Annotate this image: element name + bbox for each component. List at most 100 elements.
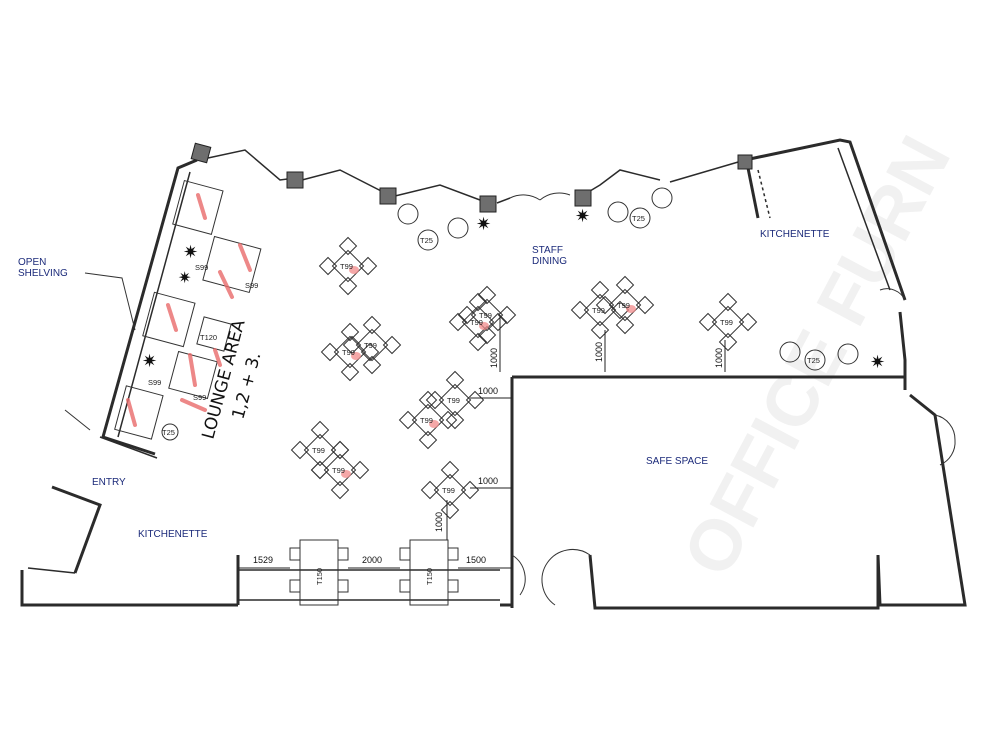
chair [440,460,460,480]
chair [465,390,485,410]
s99-label-4: S99 [193,393,206,402]
t150-label-1: T150 [315,568,324,585]
chair [610,300,630,320]
chair [738,312,758,332]
chair [445,370,465,390]
t99-label: T99 [312,446,325,455]
t99-table: T99 [398,390,458,450]
t99-table: T99 [310,440,370,500]
svg-text:✷: ✷ [183,242,198,262]
label-dining: DINING [532,256,567,267]
chair [488,312,508,332]
t99-label: T99 [340,262,353,271]
chair [425,390,445,410]
chair [350,460,370,480]
t25-label-3: T25 [807,356,820,365]
chair [362,355,382,375]
chair [590,320,610,340]
s99-label-3: S99 [148,378,161,387]
chair [338,276,358,296]
t99-table: T99 [698,292,758,352]
chair [468,292,488,312]
chair [438,410,458,430]
dim-1500: 1500 [466,555,486,565]
chair [468,332,488,352]
dim-1000-3: 1000 [714,348,724,368]
chair [340,322,360,342]
dim-1000-5: 1000 [478,476,498,486]
chair [477,285,497,305]
chair [318,256,338,276]
chair [595,295,615,315]
chair [698,312,718,332]
markup-dot [429,420,439,428]
t99-label: T99 [470,318,483,327]
t99-table: T99 [595,275,655,335]
chair [448,312,468,332]
chair [310,460,330,480]
t25-label-2: T25 [632,214,645,223]
chair [418,390,438,410]
t99-label: T99 [617,301,630,310]
chair [718,292,738,312]
chair [290,440,310,460]
t99-label: T99 [420,416,433,425]
t99-table: T99 [420,460,480,520]
rect-tables: T150 T150 [289,539,459,606]
svg-text:✷: ✷ [476,214,491,234]
label-staff: STAFF [532,245,563,256]
round-tables: T25 T25 T25 [397,187,859,371]
t99-label: T99 [332,466,345,475]
t99-table: T99 [570,280,630,340]
t150-label-2: T150 [425,568,434,585]
chair [310,460,330,480]
chair [330,440,350,460]
svg-text:✷: ✷ [178,270,191,287]
lounge-seating: S99 S99 S99 S99 T120 T25 [114,179,262,441]
chair [420,480,440,500]
dim-1000-6: 1000 [434,512,444,532]
chair [358,256,378,276]
label-open: OPEN [18,257,46,268]
walls [20,138,967,610]
label-entry: ENTRY [92,477,126,488]
t99-table: T99 [425,370,485,430]
markup-dot [479,322,489,330]
chair [398,410,418,430]
markup-dot [351,352,361,360]
dim-1000-4: 1000 [478,386,498,396]
shelving-leader [84,272,136,331]
t99-label: T99 [447,396,460,405]
chair [590,280,610,300]
plant-icons: ✷ ✷ ✷ ✷ ✷ ✷ [142,206,885,372]
chair [615,275,635,295]
t99-label: T99 [342,348,355,357]
door-swings [64,192,956,606]
dim-1000-1: 1000 [489,348,499,368]
chair [360,342,380,362]
chair [330,480,350,500]
markup-dot [349,266,359,274]
chair [338,236,358,256]
t99-label: T99 [479,311,492,320]
chair [310,420,330,440]
chair [340,362,360,382]
chair [457,305,477,325]
chair [320,342,340,362]
t99-label: T99 [442,486,455,495]
dim-1000-2: 1000 [594,342,604,362]
s99-label-2: S99 [245,281,258,290]
chair [342,335,362,355]
t99-table: T99 [318,236,378,296]
t99-table: T99 [448,292,508,352]
dim-2000: 2000 [362,555,382,565]
label-kitchenette-east: KITCHENETTE [760,229,830,240]
chair [440,500,460,520]
chair [635,295,655,315]
dimension-lines: 1000 1000 1000 1000 1000 1000 1529 2000 … [238,315,726,569]
t120-label: T120 [200,333,217,342]
t25-label-1: T25 [420,236,433,245]
chair [445,410,465,430]
